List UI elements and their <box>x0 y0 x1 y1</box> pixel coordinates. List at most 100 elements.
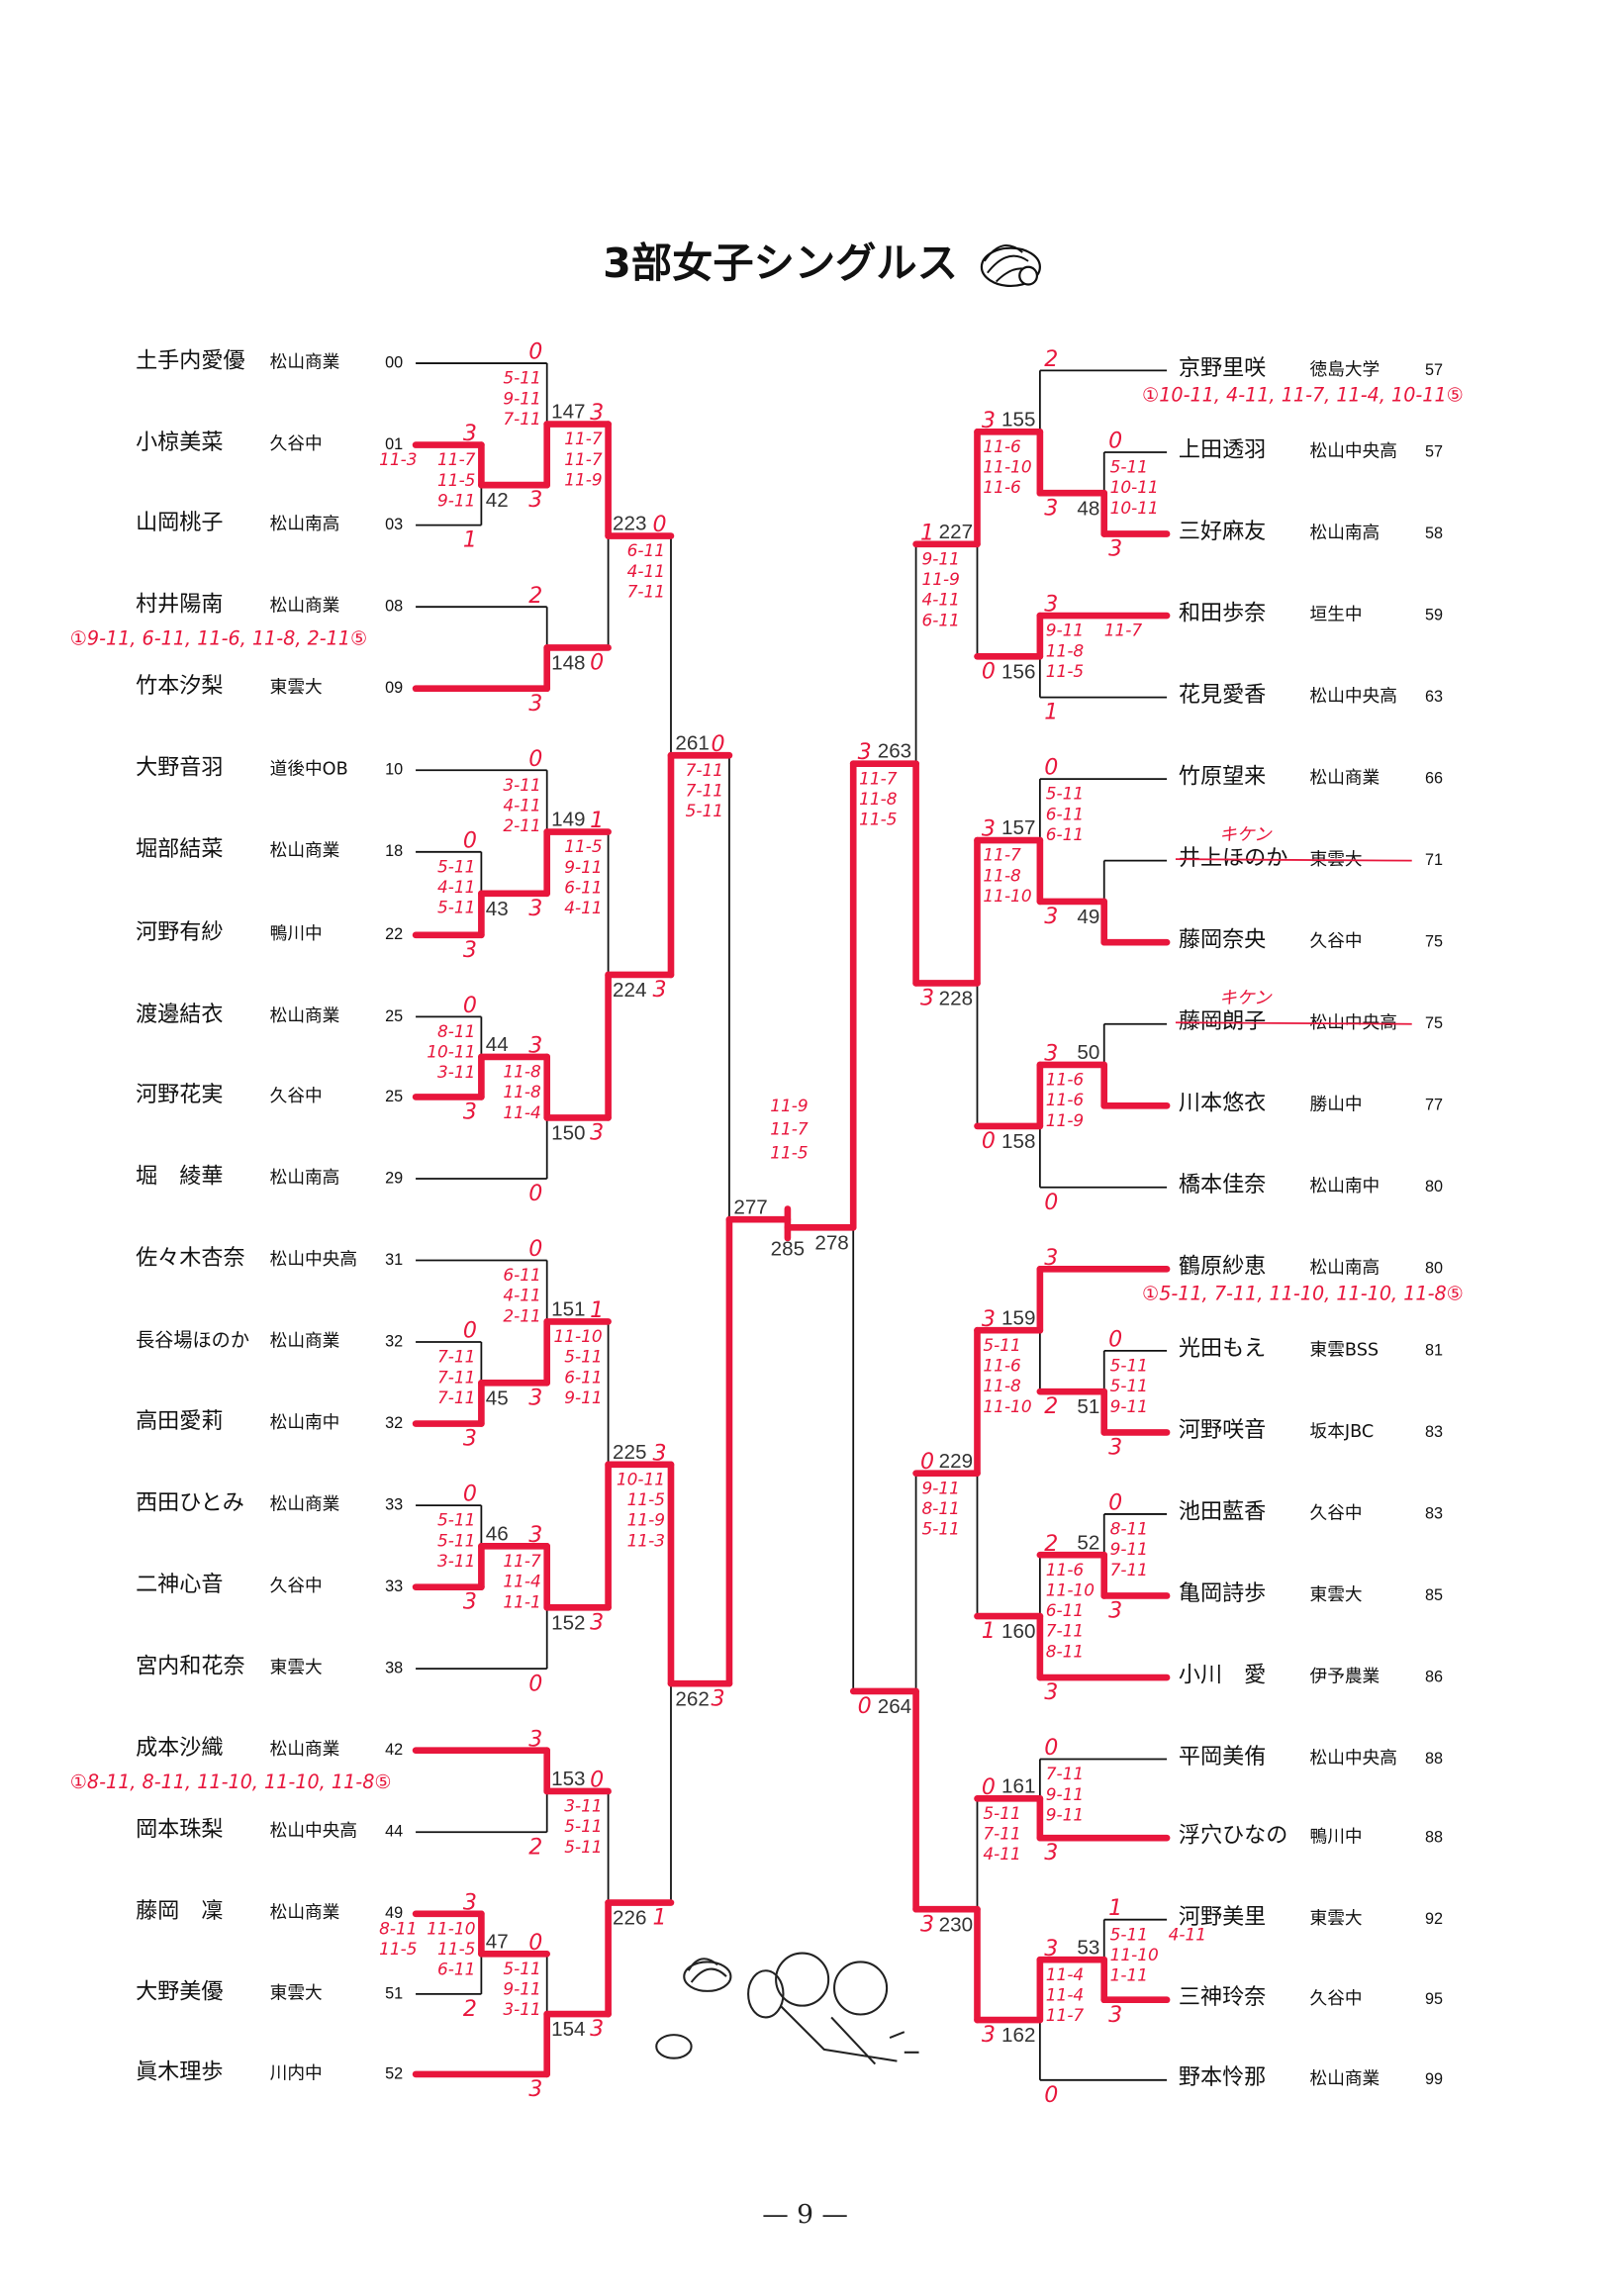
set-score: 0 <box>590 1768 604 1793</box>
withdrawal-note: キケン <box>1219 825 1273 845</box>
player-ranking: 00 <box>385 353 403 371</box>
player-ranking: 77 <box>1425 1097 1443 1114</box>
game-score: 8-11 <box>1110 1519 1148 1539</box>
player-name: 岡本珠梨 <box>136 1817 223 1843</box>
player-ranking: 25 <box>385 1007 403 1025</box>
set-score: 3 <box>528 1032 542 1058</box>
player-name: 亀岡詩歩 <box>1179 1580 1266 1606</box>
game-score: 3-11 <box>437 1551 475 1571</box>
set-score: 0 <box>920 1449 934 1475</box>
game-score: 4-11 <box>564 898 602 917</box>
match-number: 158 <box>1001 1130 1035 1153</box>
player-school: 久谷中 <box>270 433 323 454</box>
game-score: 9-11 <box>921 1478 959 1497</box>
set-score: 1 <box>1108 1895 1122 1921</box>
match-number: 48 <box>1077 497 1099 520</box>
game-score: 5-11 <box>1046 784 1084 804</box>
player-name: 浮穴ひなの <box>1179 1823 1287 1849</box>
player-ranking: 08 <box>385 598 403 616</box>
set-score: 3 <box>1044 904 1058 929</box>
player-name: 小椋美菜 <box>136 430 223 455</box>
player-school: 松山中央高 <box>1310 440 1397 461</box>
game-score: 11-10 <box>553 1326 602 1346</box>
player-school: 松山中央高 <box>1310 1748 1397 1769</box>
game-score: 5-11 <box>686 801 723 820</box>
match-number: 49 <box>1077 906 1099 928</box>
game-score: 3-11 <box>564 1796 602 1816</box>
game-score: 6-11 <box>1046 824 1084 844</box>
game-score: 9-11 <box>1046 621 1084 640</box>
player-name: 上田透羽 <box>1179 436 1266 462</box>
game-score: 11-10 <box>983 886 1031 906</box>
game-score: 8-11 <box>437 1021 475 1041</box>
match-number: 52 <box>1077 1531 1099 1554</box>
player-ranking: 80 <box>1425 1178 1443 1196</box>
match-number: 261 <box>675 731 709 754</box>
player-ranking: 66 <box>1425 770 1443 788</box>
game-score: 11-6 <box>983 1356 1021 1376</box>
player-name: 藤岡奈央 <box>1179 927 1266 953</box>
game-score: 11-6 <box>983 436 1021 456</box>
set-score: 3 <box>528 691 542 717</box>
player-name: 竹本汐梨 <box>136 673 223 699</box>
player-ranking: 03 <box>385 516 403 533</box>
player-name: 河野花実 <box>136 1082 223 1107</box>
player-school: 松山南高 <box>1310 1258 1381 1279</box>
withdrawal-note: キケン <box>1219 989 1273 1008</box>
game-score: 5-11 <box>437 1510 475 1530</box>
game-score: 11-5 <box>1046 661 1084 681</box>
player-school: 松山商業 <box>270 1330 340 1351</box>
match-number: 224 <box>613 979 646 1002</box>
set-score: 3 <box>920 1911 934 1937</box>
game-score: 7-11 <box>437 1347 475 1367</box>
set-score: 2 <box>1044 1531 1058 1557</box>
player-school: 松山南高 <box>270 1167 340 1188</box>
match-number: 42 <box>486 489 509 512</box>
player-name: 光田もえ <box>1179 1335 1266 1361</box>
player-school: 松山南中 <box>270 1412 340 1433</box>
player-name: 渡邊結衣 <box>136 1002 223 1027</box>
set-score: 3 <box>982 2022 996 2048</box>
player-ranking: 25 <box>385 1088 403 1105</box>
game-scores-inline: ①10-11, 4-11, 11-7, 11-4, 10-11⑤ <box>1142 383 1464 406</box>
set-score: 0 <box>528 1181 542 1206</box>
player-school: 松山商業 <box>270 840 340 861</box>
game-score: 5-11 <box>1110 1924 1148 1944</box>
player-school: 松山南中 <box>1310 1176 1381 1196</box>
set-score: 1 <box>652 1905 666 1931</box>
player-ranking: 83 <box>1425 1504 1443 1522</box>
set-score: 0 <box>463 827 477 853</box>
player-school: 松山中央高 <box>270 1821 357 1842</box>
player-ranking: 57 <box>1425 442 1443 460</box>
game-score: 10-11 <box>427 1042 475 1062</box>
set-score: 0 <box>528 1236 542 1262</box>
set-score: 0 <box>528 1930 542 1956</box>
set-score: 3 <box>463 421 477 446</box>
player-ranking: 33 <box>385 1578 403 1595</box>
player-school: 東雲大 <box>270 677 323 698</box>
player-school: 松山商業 <box>270 596 340 617</box>
player-name: 宮内和花奈 <box>136 1654 244 1679</box>
set-score: 0 <box>652 512 666 537</box>
set-score: 0 <box>528 339 542 365</box>
set-score: 3 <box>711 1685 724 1711</box>
game-score: 5-11 <box>564 1837 602 1857</box>
game-score: 11-5 <box>564 836 602 856</box>
player-ranking: 33 <box>385 1496 403 1514</box>
set-score: 3 <box>982 1306 996 1332</box>
player-school: 伊予農業 <box>1310 1666 1381 1686</box>
